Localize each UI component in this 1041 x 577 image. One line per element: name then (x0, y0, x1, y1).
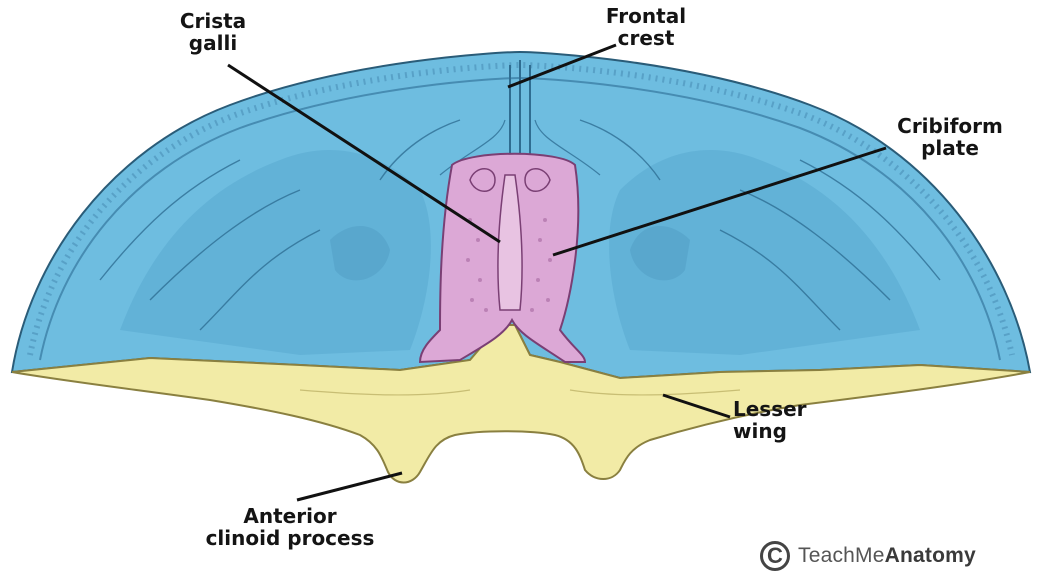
label-frontal-crest-line1: Frontal (596, 5, 696, 27)
label-frontal-crest: Frontal crest (596, 5, 696, 49)
label-anterior-clinoid-line2: clinoid process (180, 527, 400, 549)
leader-line-anterior-clinoid (297, 473, 402, 500)
watermark-brand-bold: Anatomy (885, 544, 976, 567)
label-cribriform-plate-line1: Cribiform (895, 115, 1005, 137)
label-cribriform-plate-line2: plate (895, 137, 1005, 159)
label-crista-galli-line2: galli (168, 32, 258, 54)
label-lesser-wing: Lesser wing (733, 398, 807, 442)
label-lesser-wing-line2: wing (733, 420, 807, 442)
label-anterior-clinoid-process: Anterior clinoid process (180, 505, 400, 549)
watermark-brand-regular: TeachMe (798, 544, 885, 567)
label-anterior-clinoid-line1: Anterior (180, 505, 400, 527)
label-crista-galli-line1: Crista (168, 10, 258, 32)
label-lesser-wing-line1: Lesser (733, 398, 807, 420)
label-crista-galli: Crista galli (168, 10, 258, 54)
label-frontal-crest-line2: crest (596, 27, 696, 49)
watermark-brand: TeachMeAnatomy (798, 544, 976, 568)
label-cribriform-plate: Cribiform plate (895, 115, 1005, 159)
copyright-icon: C (760, 541, 790, 571)
teachmeanatomy-watermark: C TeachMeAnatomy (760, 538, 976, 574)
